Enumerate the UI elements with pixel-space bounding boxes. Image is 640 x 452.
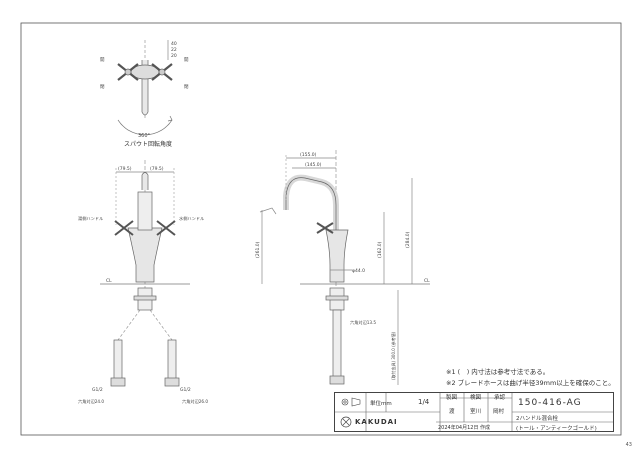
rotation-angle-label: 360°: [138, 133, 151, 139]
top-view: [117, 40, 173, 136]
spout-rotation-title: スパウト回転角度: [124, 140, 172, 148]
unit-label: 単位mm: [370, 401, 392, 407]
projection-symbol-icon: [341, 397, 361, 407]
kakudai-logo-icon: [340, 416, 352, 428]
note-1: ※1 ( ) 内寸法は参考寸法である。: [446, 366, 549, 376]
header-drawing: 製図: [446, 395, 458, 401]
title-block-grid: [334, 392, 614, 432]
right-open-label: 開: [184, 57, 189, 63]
dim-284: (284.0): [405, 231, 411, 248]
thread-left-label: G1/2: [92, 387, 103, 393]
drawing-frame: [20, 22, 622, 436]
dim-155: (155.0): [300, 152, 317, 158]
front-view: [100, 160, 190, 387]
right-close-label: 閉: [184, 84, 189, 90]
dim-hex-13: 六角対辺13.5: [350, 319, 376, 326]
created-date: 2024年04月12日 作成: [438, 425, 491, 431]
description-line-2: (トール・アンティークゴールド): [516, 426, 597, 432]
dim-left-79: (79.5): [118, 166, 132, 172]
dim-small-2: 22: [171, 47, 177, 53]
hex-left-label: 六角対辺24.0: [78, 398, 104, 405]
cold-handle-label: 水側ハンドル: [179, 215, 204, 221]
dim-hose: (取付金具) 300.0 (参考値): [390, 331, 396, 380]
brand-name: KAKUDAI: [355, 418, 398, 426]
left-open-label: 開: [100, 57, 105, 63]
dim-small-1: 40: [171, 41, 177, 47]
left-close-label: 閉: [100, 84, 105, 90]
dim-261: (261.0): [255, 241, 261, 258]
page-number: 43: [625, 442, 632, 448]
dim-right-79: (79.5): [150, 166, 164, 172]
header-check: 検図: [470, 395, 482, 401]
note-1-text: ( ) 内寸法は参考寸法である。: [457, 368, 550, 376]
title-block: [334, 392, 614, 432]
header-approve: 承認: [494, 395, 506, 401]
side-view: [259, 150, 430, 385]
note-2-mark: ※2: [446, 379, 456, 387]
description-line-1: 2ハンドル混合栓: [516, 416, 558, 422]
dim-small-3: 20: [171, 53, 177, 59]
dim-162: (162.0): [377, 241, 383, 258]
note-2: ※2 ブレードホースは曲げ半径39mm以上を確保のこと。: [446, 377, 615, 387]
note-1-mark: ※1: [446, 368, 456, 376]
note-2-text: ブレードホースは曲げ半径39mm以上を確保のこと。: [457, 379, 615, 387]
side-cl-label: CL: [424, 278, 430, 284]
hex-right-label: 六角対辺26.0: [182, 398, 208, 405]
name-check: 室川: [470, 409, 482, 415]
front-cl-label: CL: [106, 278, 112, 284]
dim-145: (145.0): [305, 162, 322, 168]
name-drawing: 渡: [449, 409, 455, 415]
name-approve: 岡村: [493, 409, 505, 415]
dim-dia44: φ44.0: [352, 268, 365, 274]
hot-handle-label: 湯側ハンドル: [78, 215, 103, 222]
thread-right-label: G1/2: [180, 387, 191, 393]
scale-value: 1/4: [418, 398, 430, 406]
part-number: 150-416-AG: [518, 398, 582, 408]
